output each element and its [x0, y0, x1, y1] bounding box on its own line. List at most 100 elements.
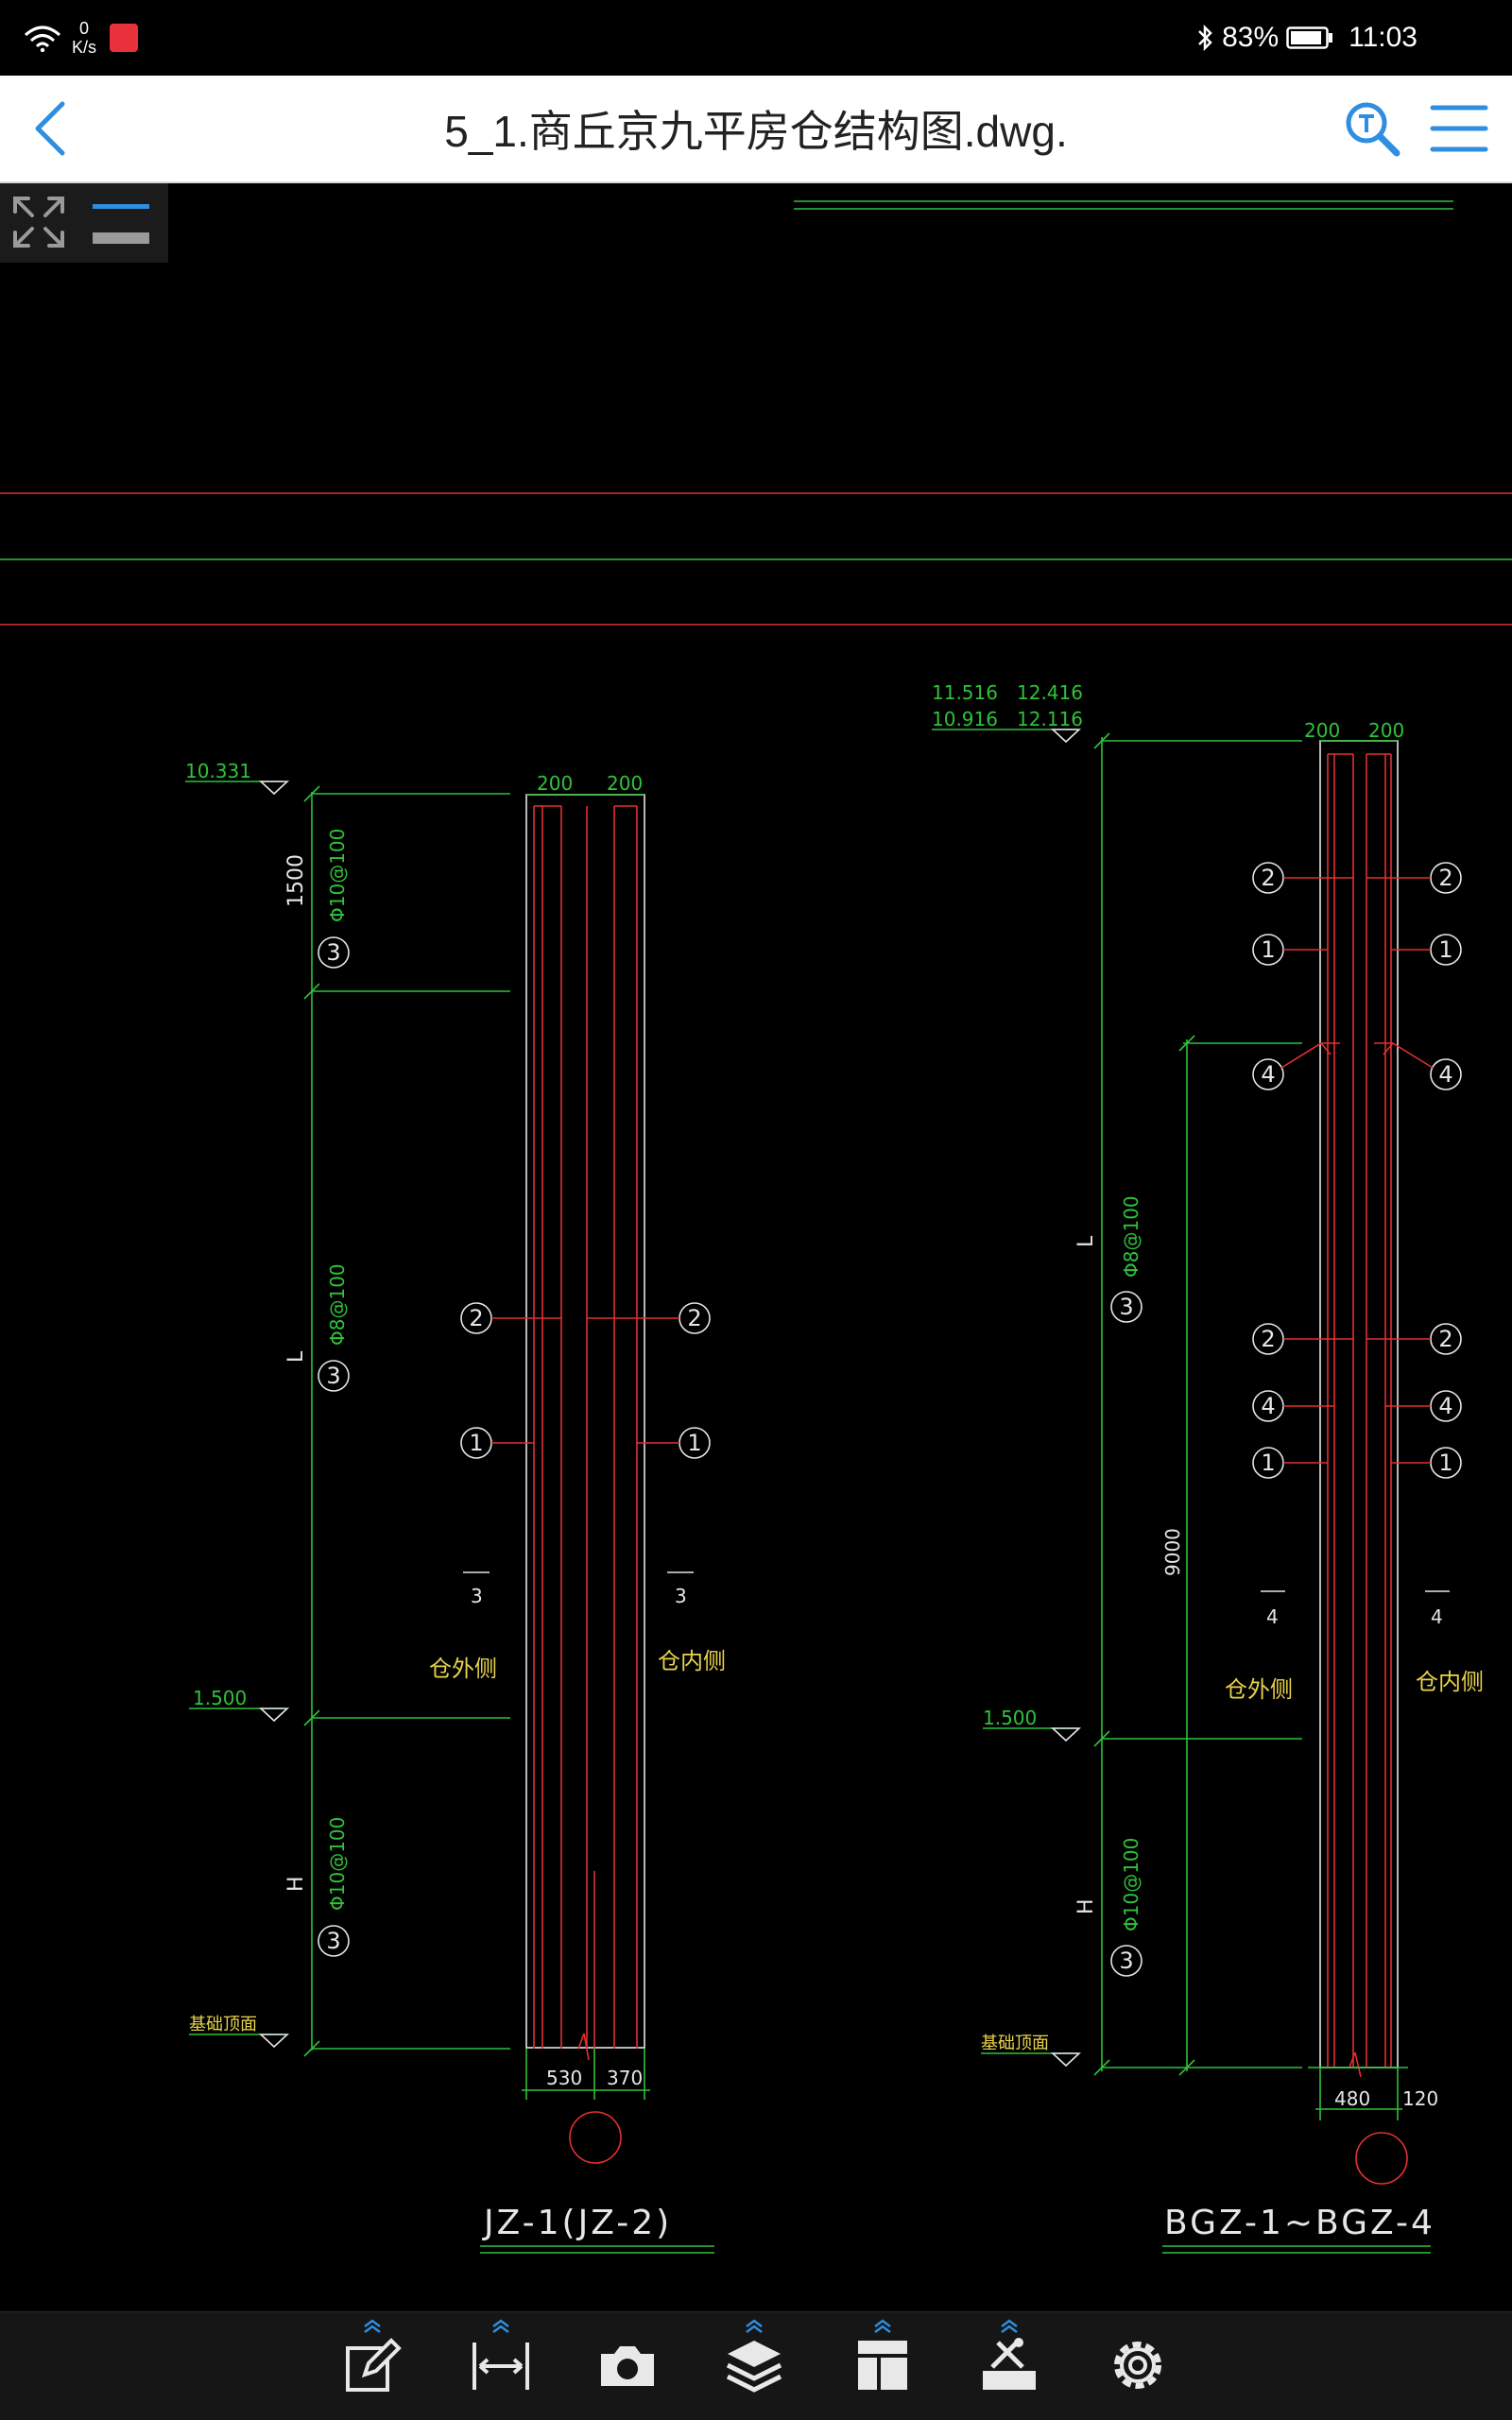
layout-icon	[858, 2341, 907, 2390]
callout-number: 4	[1261, 1061, 1275, 1088]
battery-icon	[1286, 26, 1333, 49]
callout-number: 1	[469, 1430, 483, 1456]
net-speed-value: 0	[79, 19, 90, 38]
tools-icon	[983, 2338, 1036, 2390]
edit-tool-button[interactable]	[325, 2312, 420, 2420]
layer-toggle-button[interactable]	[91, 198, 151, 248]
callout-number: 3	[1119, 1294, 1133, 1320]
title-bar: 5_1.商丘京九平房仓结构图.dwg.	[0, 76, 1512, 183]
width-dimension: 120	[1402, 2087, 1438, 2110]
side-label: 仓内侧	[658, 1648, 726, 1674]
clock: 11:03	[1349, 22, 1418, 53]
wifi-icon	[25, 26, 60, 52]
stirrup-spec: Φ10@100	[326, 829, 349, 922]
width-dimension: 480	[1334, 2087, 1370, 2110]
callout-number: 4	[1438, 1061, 1452, 1088]
expand-arrows-icon	[13, 197, 64, 248]
document-title: 5_1.商丘京九平房仓结构图.dwg.	[444, 107, 1068, 156]
side-label: 仓内侧	[1416, 1669, 1484, 1695]
callout-number: 1	[687, 1430, 701, 1456]
section-reference: 4	[1266, 1605, 1279, 1628]
callout-number: 2	[687, 1305, 701, 1331]
chevron-up-icon	[492, 2319, 509, 2333]
measure-icon	[472, 2343, 529, 2390]
section-reference: 3	[471, 1585, 483, 1607]
callout-number: 2	[1261, 865, 1275, 891]
column-name: BGZ-1~BGZ-4	[1164, 2204, 1435, 2242]
elevation-label: 12.116	[1017, 708, 1083, 730]
callout-number: 4	[1438, 1393, 1452, 1419]
net-speed: 0 K/s	[72, 19, 96, 57]
section-reference: 3	[675, 1585, 687, 1607]
chevron-up-icon	[1001, 2319, 1018, 2333]
stirrup-spec: Φ8@100	[326, 1263, 349, 1346]
callout-number: 4	[1261, 1393, 1275, 1419]
stirrup-spec: Φ10@100	[1120, 1838, 1143, 1931]
net-speed-unit: K/s	[72, 38, 97, 57]
layers-icon	[726, 2341, 782, 2393]
text-search-button[interactable]	[1342, 98, 1402, 159]
dimension-label: 9000	[1161, 1528, 1184, 1576]
elevation-label: 1.500	[193, 1687, 247, 1709]
elevation-label: 基础顶面	[981, 2034, 1049, 2053]
callout-number: 3	[1119, 1948, 1133, 1974]
chevron-left-icon	[35, 101, 65, 156]
elevation-label: 1.500	[983, 1707, 1037, 1729]
text-search-icon	[1346, 102, 1400, 157]
width-dimension: 530	[546, 2067, 582, 2089]
column-name: JZ-1(JZ-2)	[482, 2204, 672, 2242]
stirrup-spec: Φ8@100	[1120, 1195, 1143, 1278]
hamburger-menu-icon	[1430, 105, 1488, 152]
width-dimension: 200	[1368, 719, 1404, 742]
cad-drawing: .g { stroke:#2fc23a; stroke-width:1.6; f…	[0, 200, 1512, 2254]
callout-number: 3	[326, 939, 340, 966]
side-label: 仓外侧	[429, 1656, 497, 1682]
callout-number: 1	[1261, 936, 1275, 963]
callout-number: 1	[1438, 1450, 1452, 1476]
elevation-label: 10.331	[185, 760, 251, 782]
callout-number: 1	[1438, 936, 1452, 963]
battery-percent: 83%	[1222, 22, 1280, 53]
bottom-toolbar	[0, 2311, 1512, 2420]
settings-tool-button[interactable]	[1091, 2312, 1185, 2420]
settings-icon	[1114, 2342, 1161, 2389]
elevation-label: 11.516	[932, 681, 998, 704]
width-dimension: 200	[607, 772, 643, 795]
drawing-canvas[interactable]: .g { stroke:#2fc23a; stroke-width:1.6; f…	[0, 183, 1512, 2311]
chevron-up-icon	[874, 2319, 891, 2333]
app-notification-icon	[110, 24, 139, 52]
dimension-label: L	[1074, 1235, 1098, 1247]
layers-tool-button[interactable]	[707, 2312, 801, 2420]
view-controls	[0, 183, 168, 263]
dimension-label: L	[284, 1350, 308, 1363]
layout-tool-button[interactable]	[835, 2312, 930, 2420]
section-reference: 4	[1431, 1605, 1443, 1628]
elevation-label: 基础顶面	[189, 2015, 257, 2034]
width-dimension: 200	[1304, 719, 1340, 742]
back-button[interactable]	[23, 96, 83, 161]
callout-number: 2	[1438, 865, 1452, 891]
menu-button[interactable]	[1429, 98, 1489, 159]
callout-number: 2	[1261, 1326, 1275, 1352]
zoom-extents-button[interactable]	[9, 193, 68, 251]
measure-tool-button[interactable]	[454, 2312, 548, 2420]
width-dimension: 370	[607, 2067, 643, 2089]
screenshot-tool-button[interactable]	[580, 2312, 675, 2420]
stirrup-spec: Φ10@100	[326, 1817, 349, 1911]
width-dimension: 200	[537, 772, 573, 795]
dimension-label: H	[284, 1876, 308, 1892]
dimension-label: 1500	[284, 854, 308, 907]
bluetooth-icon	[1198, 24, 1212, 52]
edit-icon	[346, 2338, 402, 2392]
column-jz1: 10.331 1.500 基础顶面 1500 L H 3 Φ10@100 3 Φ…	[185, 760, 726, 2254]
chevron-up-icon	[746, 2319, 763, 2333]
tools-tool-button[interactable]	[962, 2312, 1057, 2420]
layer-lines-icon	[93, 204, 149, 244]
chevron-up-icon	[364, 2319, 381, 2333]
callout-number: 2	[1438, 1326, 1452, 1352]
callout-number: 3	[326, 1363, 340, 1389]
callout-number: 2	[469, 1305, 483, 1331]
side-label: 仓外侧	[1225, 1676, 1293, 1703]
status-bar: 0 K/s 83% 11:03	[0, 0, 1512, 76]
elevation-label: 10.916	[932, 708, 998, 730]
